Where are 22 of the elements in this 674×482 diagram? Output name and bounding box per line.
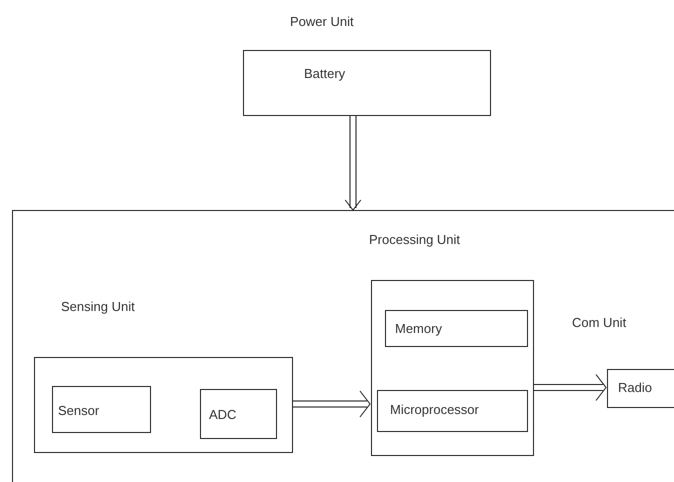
unit-heading: Com Unit <box>572 315 626 330</box>
unit-box <box>34 357 293 453</box>
double-arrow <box>532 374 607 401</box>
unit-heading: Sensing Unit <box>61 299 135 314</box>
component-box <box>243 50 491 116</box>
double-arrow <box>344 116 362 211</box>
component-label: Memory <box>395 321 442 336</box>
component-box <box>200 389 277 439</box>
frame-box <box>12 210 674 482</box>
component-label: Battery <box>304 66 346 81</box>
unit-box <box>371 280 534 456</box>
component-label: Microprocessor <box>390 402 479 417</box>
component-box <box>52 386 151 433</box>
unit-heading: Power Unit <box>290 14 354 29</box>
component-label: ADC <box>209 407 236 422</box>
unit-heading: Processing Unit <box>369 232 460 247</box>
component-box <box>385 310 528 347</box>
component-label: Sensor <box>58 403 100 418</box>
double-arrow <box>292 390 371 418</box>
component-box <box>377 390 528 432</box>
component-label: Radio <box>618 380 652 395</box>
component-box <box>607 369 674 408</box>
